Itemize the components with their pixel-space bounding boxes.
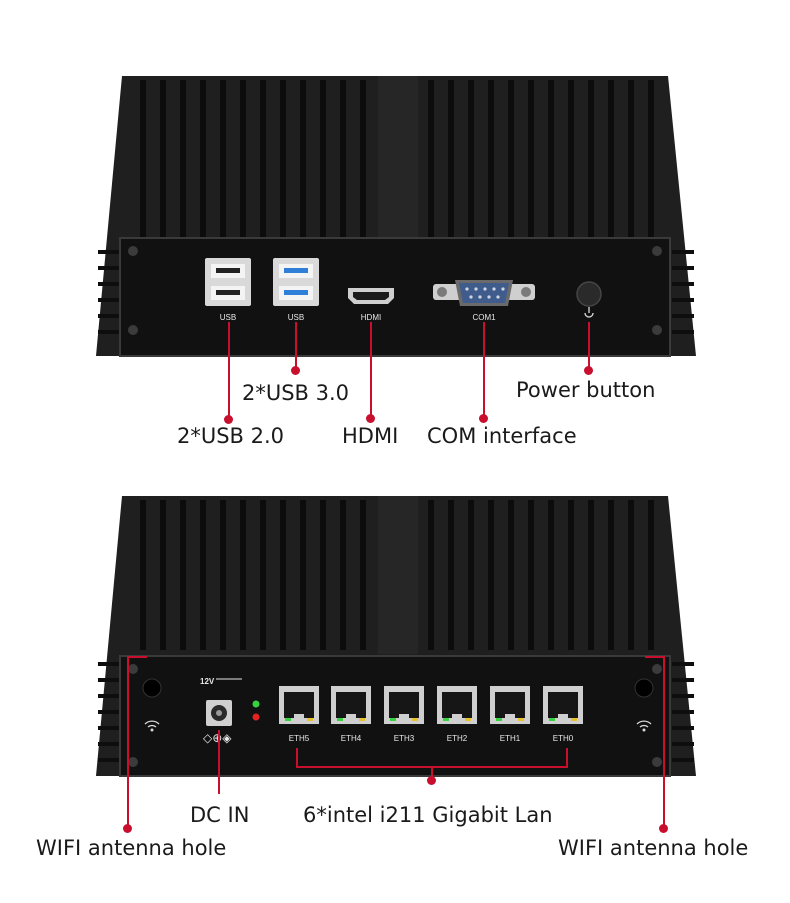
wifi-hole-right	[634, 678, 654, 698]
lan-bracket-right	[566, 748, 568, 768]
dc-in-leader	[218, 730, 220, 794]
usb3-leader	[295, 322, 297, 370]
usb2-leader-dot	[224, 415, 233, 424]
com-leader-dot	[479, 414, 488, 423]
wifi-hole-left	[142, 678, 162, 698]
bottom-device-image: 12V ◇⊕◈ ETH5 ETH4 ETH3 ETH2 ETH1 ETH0	[96, 496, 696, 777]
usb3-callout: 2*USB 3.0	[242, 381, 350, 405]
usb2-callout: 2*USB 2.0	[177, 424, 285, 448]
power-leader	[588, 322, 590, 370]
eth-port-label: ETH0	[553, 734, 574, 743]
wifi-right-leader	[663, 656, 665, 828]
wifi-icon	[144, 720, 160, 728]
usb3-leader-dot	[291, 366, 300, 375]
eth-port-label: ETH5	[289, 734, 310, 743]
lan-leader-dot	[427, 776, 436, 785]
eth-port-5	[279, 686, 319, 724]
eth-port-0	[543, 686, 583, 724]
wifi-left-leader	[127, 656, 129, 828]
power-led-icon	[252, 700, 260, 708]
hdmi-leader	[370, 322, 372, 418]
hdmi-port-label: HDMI	[361, 313, 381, 322]
dc-in-jack	[206, 700, 232, 726]
usb3-port-label: USB	[288, 313, 304, 322]
hdmi-callout: HDMI	[342, 424, 399, 448]
wifi-left-callout: WIFI antenna hole	[36, 836, 227, 860]
usb3-port-stack	[273, 258, 319, 306]
wifi-left-leader-tick	[127, 656, 147, 658]
power-leader-dot	[584, 366, 593, 375]
com-leader	[483, 322, 485, 418]
wifi-left-leader-dot	[123, 824, 132, 833]
eth-port-label: ETH1	[500, 734, 521, 743]
com-callout: COM interface	[427, 424, 577, 448]
eth-port-3	[384, 686, 424, 724]
wifi-icon	[636, 720, 652, 728]
eth-port-2	[437, 686, 477, 724]
eth-port-1	[490, 686, 530, 724]
wifi-right-leader-dot	[659, 824, 668, 833]
lan-callout: 6*intel i211 Gigabit Lan	[303, 803, 553, 827]
hdmi-leader-dot	[366, 414, 375, 423]
com-port	[433, 280, 535, 306]
lan-leader	[431, 766, 433, 780]
eth-port-4	[331, 686, 371, 724]
wifi-right-leader-tick	[645, 656, 665, 658]
power-callout: Power button	[516, 378, 656, 402]
usb2-port-stack	[205, 258, 251, 306]
top-device-image: USB USB HDMI COM1	[96, 76, 696, 357]
dc-in-callout: DC IN	[190, 803, 250, 827]
eth-port-label: ETH2	[447, 734, 468, 743]
disk-led-icon	[252, 713, 260, 721]
wifi-right-callout: WIFI antenna hole	[558, 836, 749, 860]
usb2-leader	[228, 322, 230, 420]
eth-port-label: ETH3	[394, 734, 415, 743]
usb2-port-label: USB	[220, 313, 236, 322]
voltage-label: 12V	[200, 677, 215, 686]
eth-port-label: ETH4	[341, 734, 362, 743]
power-button	[576, 281, 602, 318]
polarity-icon: ◇⊕◈	[203, 731, 232, 745]
lan-bracket-left	[296, 748, 298, 768]
com-port-label: COM1	[472, 313, 496, 322]
hdmi-port	[348, 288, 394, 304]
